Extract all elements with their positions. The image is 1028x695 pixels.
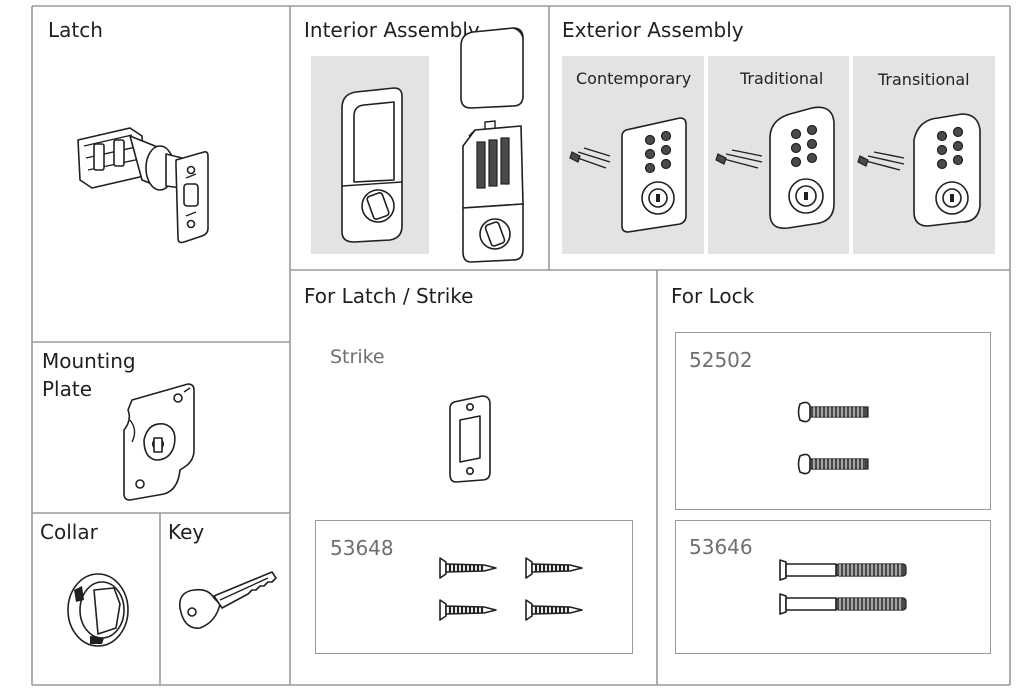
long-screw: [779, 559, 907, 581]
interior-assembly-exploded-illustration: [460, 27, 524, 263]
keypad-buttons-transitional: [936, 126, 964, 170]
long-screw: [779, 593, 907, 615]
machine-screw: [797, 453, 869, 475]
wood-screw: [524, 556, 584, 580]
interior-assembly-front-illustration: [341, 87, 403, 243]
part-number-52502: 52502: [689, 348, 753, 372]
traditional-label: Traditional: [740, 69, 824, 88]
exterior-traditional-illustration: [715, 106, 835, 230]
key-illustration: [178, 571, 277, 629]
latch-label: Latch: [48, 18, 103, 42]
strike-plate-illustration: [449, 395, 491, 483]
screw-pack-53648: [315, 520, 633, 654]
collar-label: Collar: [40, 520, 98, 544]
machine-screw: [797, 401, 869, 423]
contemporary-label: Contemporary: [576, 69, 692, 88]
exterior-assembly-label: Exterior Assembly: [562, 18, 744, 42]
latch-strike-label: For Latch / Strike: [304, 284, 474, 308]
mounting-plate-label: Mounting Plate: [42, 349, 136, 401]
interior-assembly-label: Interior Assembly: [304, 18, 480, 42]
wood-screw: [438, 598, 498, 622]
screw-pack-52502: [675, 332, 991, 510]
keypad-buttons-contemporary: [644, 130, 672, 174]
lock-label: For Lock: [671, 284, 755, 308]
strike-label: Strike: [330, 346, 385, 368]
wood-screw: [438, 556, 498, 580]
keypad-buttons-traditional: [790, 124, 818, 168]
screw-pack-53646: [675, 520, 991, 654]
key-label: Key: [168, 520, 205, 544]
wood-screws-53648-illustration: [438, 556, 584, 622]
collar-illustration: [67, 573, 129, 647]
part-number-53648: 53648: [330, 536, 394, 560]
mounting-plate-illustration: [123, 383, 195, 501]
exterior-transitional-illustration: [857, 113, 981, 227]
exterior-contemporary-illustration: [569, 117, 687, 233]
machine-screws-52502-illustration: [797, 401, 869, 475]
transitional-label: Transitional: [878, 70, 970, 89]
latch-illustration: [77, 127, 209, 244]
part-number-53646: 53646: [689, 535, 753, 559]
long-screws-53646-illustration: [779, 559, 907, 615]
wood-screw: [524, 598, 584, 622]
